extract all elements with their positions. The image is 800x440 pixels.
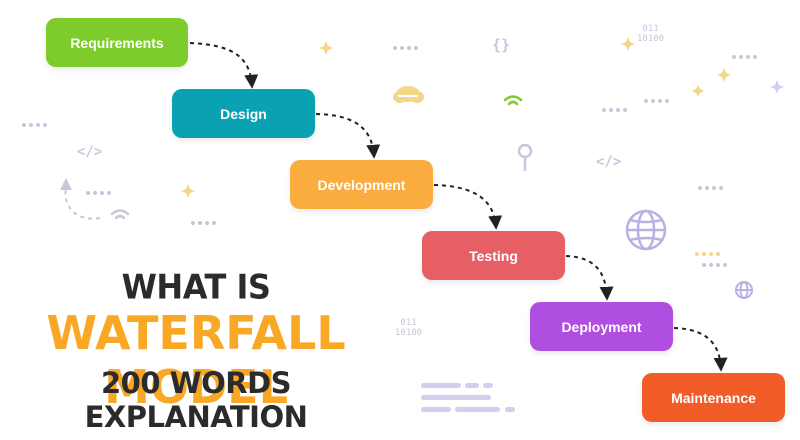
globe-icon	[625, 209, 667, 251]
stage-label: Requirements	[70, 34, 164, 51]
binary-text-top: 011 10100	[637, 24, 665, 44]
connector-arrow-1	[189, 42, 259, 89]
magnifier-icon	[517, 143, 533, 171]
stage-label: Development	[317, 176, 406, 193]
stage-label: Deployment	[561, 318, 642, 335]
stage-label: Maintenance	[671, 389, 756, 406]
title-line-1: WHAT IS	[121, 267, 271, 307]
braces-icon: {}	[492, 36, 511, 54]
wifi-icon	[503, 95, 523, 106]
yellow-dots-decoration	[695, 252, 720, 256]
binary-text-left: 011 10100	[395, 318, 423, 338]
globe-small-icon	[735, 281, 753, 299]
code-lines-decoration	[421, 383, 515, 412]
stage-development: Development	[290, 160, 433, 209]
stage-label: Design	[220, 105, 267, 122]
purple-sparkle-icon	[770, 80, 784, 94]
stage-label: Testing	[469, 247, 518, 264]
title-line-2: WATERFALL MODEL	[46, 306, 346, 414]
stage-testing: Testing	[422, 231, 565, 280]
connector-arrow-3	[433, 184, 503, 230]
connector-arrow-5	[673, 327, 728, 372]
stage-design: Design	[172, 89, 315, 138]
title-line-3: 200 WORDS EXPLANATION	[84, 366, 308, 434]
stage-deployment: Deployment	[530, 302, 673, 351]
sparkle-icon	[181, 37, 731, 198]
code-tag-icon-right: </>	[596, 154, 622, 170]
code-tag-icon: </>	[77, 144, 103, 160]
connector-arrow-2	[315, 113, 381, 159]
dots-decoration	[22, 46, 757, 267]
curved-arrow-icon	[60, 178, 101, 220]
stage-requirements: Requirements	[46, 18, 188, 67]
stage-maintenance: Maintenance	[642, 373, 785, 422]
connector-arrow-4	[565, 255, 614, 301]
cloud-icon	[393, 86, 424, 103]
wifi-icon-gray	[110, 209, 130, 220]
